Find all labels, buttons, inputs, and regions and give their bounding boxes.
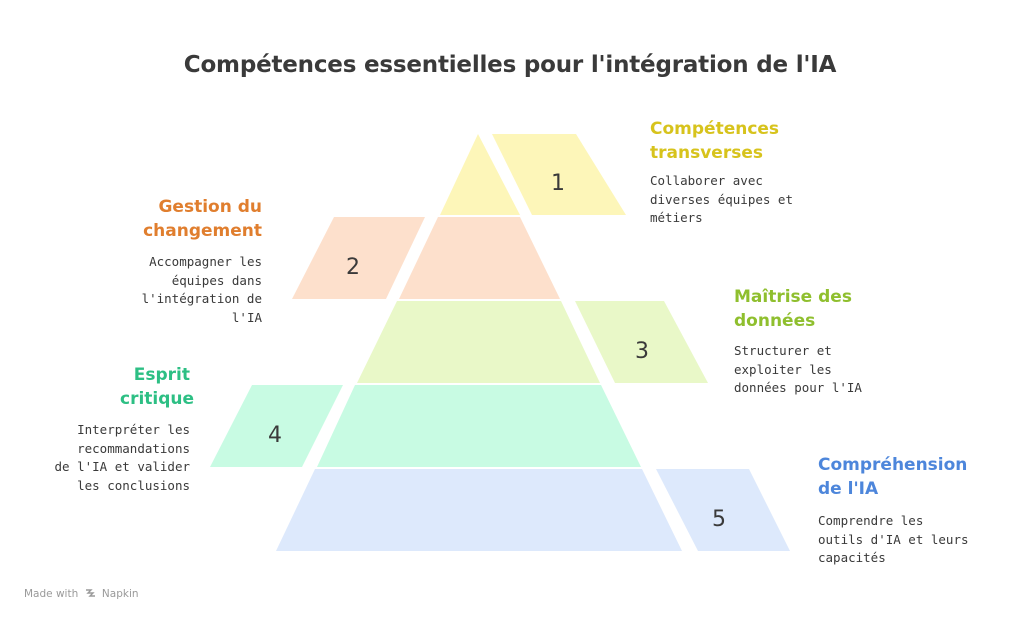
level-4-heading: Esprit critique — [120, 365, 195, 409]
level-1-heading: Compétences transverses — [650, 119, 780, 163]
pyramid-tier-3 — [357, 301, 600, 383]
level-1-block: Compétences transverses Collaborer avec … — [650, 117, 850, 228]
level-3-heading: Maîtrise des données — [734, 287, 852, 331]
pyramid-tier-2 — [399, 217, 560, 299]
pyramid-tier-5 — [276, 469, 682, 551]
level-5-block: Compréhension de l'IA Comprendre les out… — [818, 453, 1008, 568]
level-4-block: Esprit critique Interpréter les recomman… — [30, 363, 195, 495]
level-2-description: Accompagner les équipes dans l'intégrati… — [141, 254, 262, 325]
tier-number-5: 5 — [712, 507, 726, 532]
made-with-footer: Made with Napkin — [24, 588, 139, 601]
made-with-label: Made with — [24, 588, 79, 600]
level-4-description: Interpréter les recommandations de l'IA … — [54, 422, 190, 493]
number-tab-5 — [656, 469, 790, 551]
number-tab-4 — [210, 385, 343, 467]
level-5-description: Comprendre les outils d'IA et leurs capa… — [818, 513, 969, 565]
pyramid-tier-1 — [440, 134, 520, 215]
tier-number-3: 3 — [635, 339, 649, 364]
tier-number-4: 4 — [268, 423, 282, 448]
level-3-block: Maîtrise des données Structurer et explo… — [734, 285, 934, 398]
napkin-logo-icon — [85, 588, 96, 601]
level-5-heading: Compréhension de l'IA — [818, 455, 968, 499]
number-tab-3 — [575, 301, 708, 383]
number-tab-1 — [492, 134, 626, 215]
level-3-description: Structurer et exploiter les données pour… — [734, 343, 862, 395]
tier-number-2: 2 — [346, 255, 360, 280]
tier-number-1: 1 — [551, 171, 565, 196]
number-tab-2 — [292, 217, 425, 299]
level-2-block: Gestion du changement Accompagner les éq… — [60, 195, 262, 327]
napkin-brand-label: Napkin — [101, 588, 139, 600]
diagram-title: Compétences essentielles pour l'intégrat… — [183, 52, 837, 78]
pyramid-tier-4 — [317, 385, 641, 467]
level-2-heading: Gestion du changement — [143, 197, 262, 241]
level-1-description: Collaborer avec diverses équipes et méti… — [650, 173, 793, 225]
